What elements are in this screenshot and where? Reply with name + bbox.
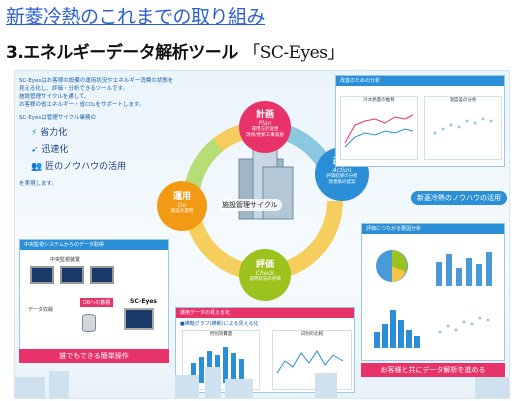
- benefit-item: ⚡ 省力化: [31, 128, 68, 138]
- improve-chart-1: 冷水熱量の推移: [340, 96, 418, 160]
- improve-chart-2: 温度差の分析: [424, 96, 502, 160]
- database-icon: [82, 314, 96, 332]
- realize-text: を実現します。: [19, 181, 57, 187]
- histogram-chart: [374, 310, 490, 348]
- arrows-icon: ➹: [31, 145, 42, 155]
- subtitle-prefix: 3.エネルギーデータ解析ツール: [6, 43, 238, 63]
- lightning-icon: ⚡: [31, 128, 41, 138]
- cycle-center-label: 施設管理サイクル: [218, 199, 282, 211]
- people-icon: 👥: [31, 162, 46, 172]
- banner-knowhow: 新菱冷熱のノウハウの活用: [411, 191, 507, 205]
- monitor-icon: [30, 266, 114, 288]
- visual-chart-2: 日別の比較: [272, 330, 352, 390]
- subtitle-tool-name: 「SC-Eyes」: [243, 43, 344, 63]
- benefit-item: ➹ 迅速化: [31, 145, 69, 155]
- banner-collaboration: お客様と共にデータ解析を進める: [361, 363, 505, 377]
- intro-line: 見える化し、評価・分析できるツールです。: [19, 86, 129, 92]
- benefit-item: 👥 匠のノウハウの活用: [31, 162, 127, 172]
- banner-easy-operation: 誰でもできる簡単操作: [19, 349, 169, 363]
- intro-line: 施設管理サイクルを通して、: [19, 94, 90, 100]
- sc-eyes-poster: SC-Eyesはお客様の設備の運用状況やエネルギー消費の状態を 見える化し、評価…: [14, 70, 510, 399]
- cycle-intro: SC-Eyesは管理サイクル業務の: [19, 115, 97, 121]
- benefits-list: ⚡ 省力化 ➹ 迅速化 👥 匠のノウハウの活用: [31, 125, 126, 176]
- pie-chart: [376, 250, 408, 282]
- page-subtitle: 3.エネルギーデータ解析ツール 「SC-Eyes」: [6, 38, 344, 63]
- monitor-icon: [124, 308, 154, 330]
- data-acquisition-panel: 中央監視システムからのデータ取得 中央監視装置 データ収録 DBへの蓄積 SC-…: [19, 239, 169, 357]
- intro-text: SC-Eyesはお客様の設備の運用状況やエネルギー消費の状態を 見える化し、評価…: [19, 77, 173, 109]
- page-title: 新菱冷熱のこれまでの取り組み: [6, 6, 266, 28]
- city-skyline: [15, 367, 509, 398]
- bar-chart: [436, 252, 492, 286]
- intro-line: SC-Eyesはお客様の設備の運用状況やエネルギー消費の状態を: [19, 78, 174, 84]
- intro-line: お客様の省エネルギー・省CO₂をサポートします。: [19, 102, 145, 108]
- improve-analysis-panel: 改善のための分析 冷水熱量の推移 温度差の分析: [335, 75, 505, 167]
- evaluation-panel: 評価につながる要因分析: [361, 223, 505, 361]
